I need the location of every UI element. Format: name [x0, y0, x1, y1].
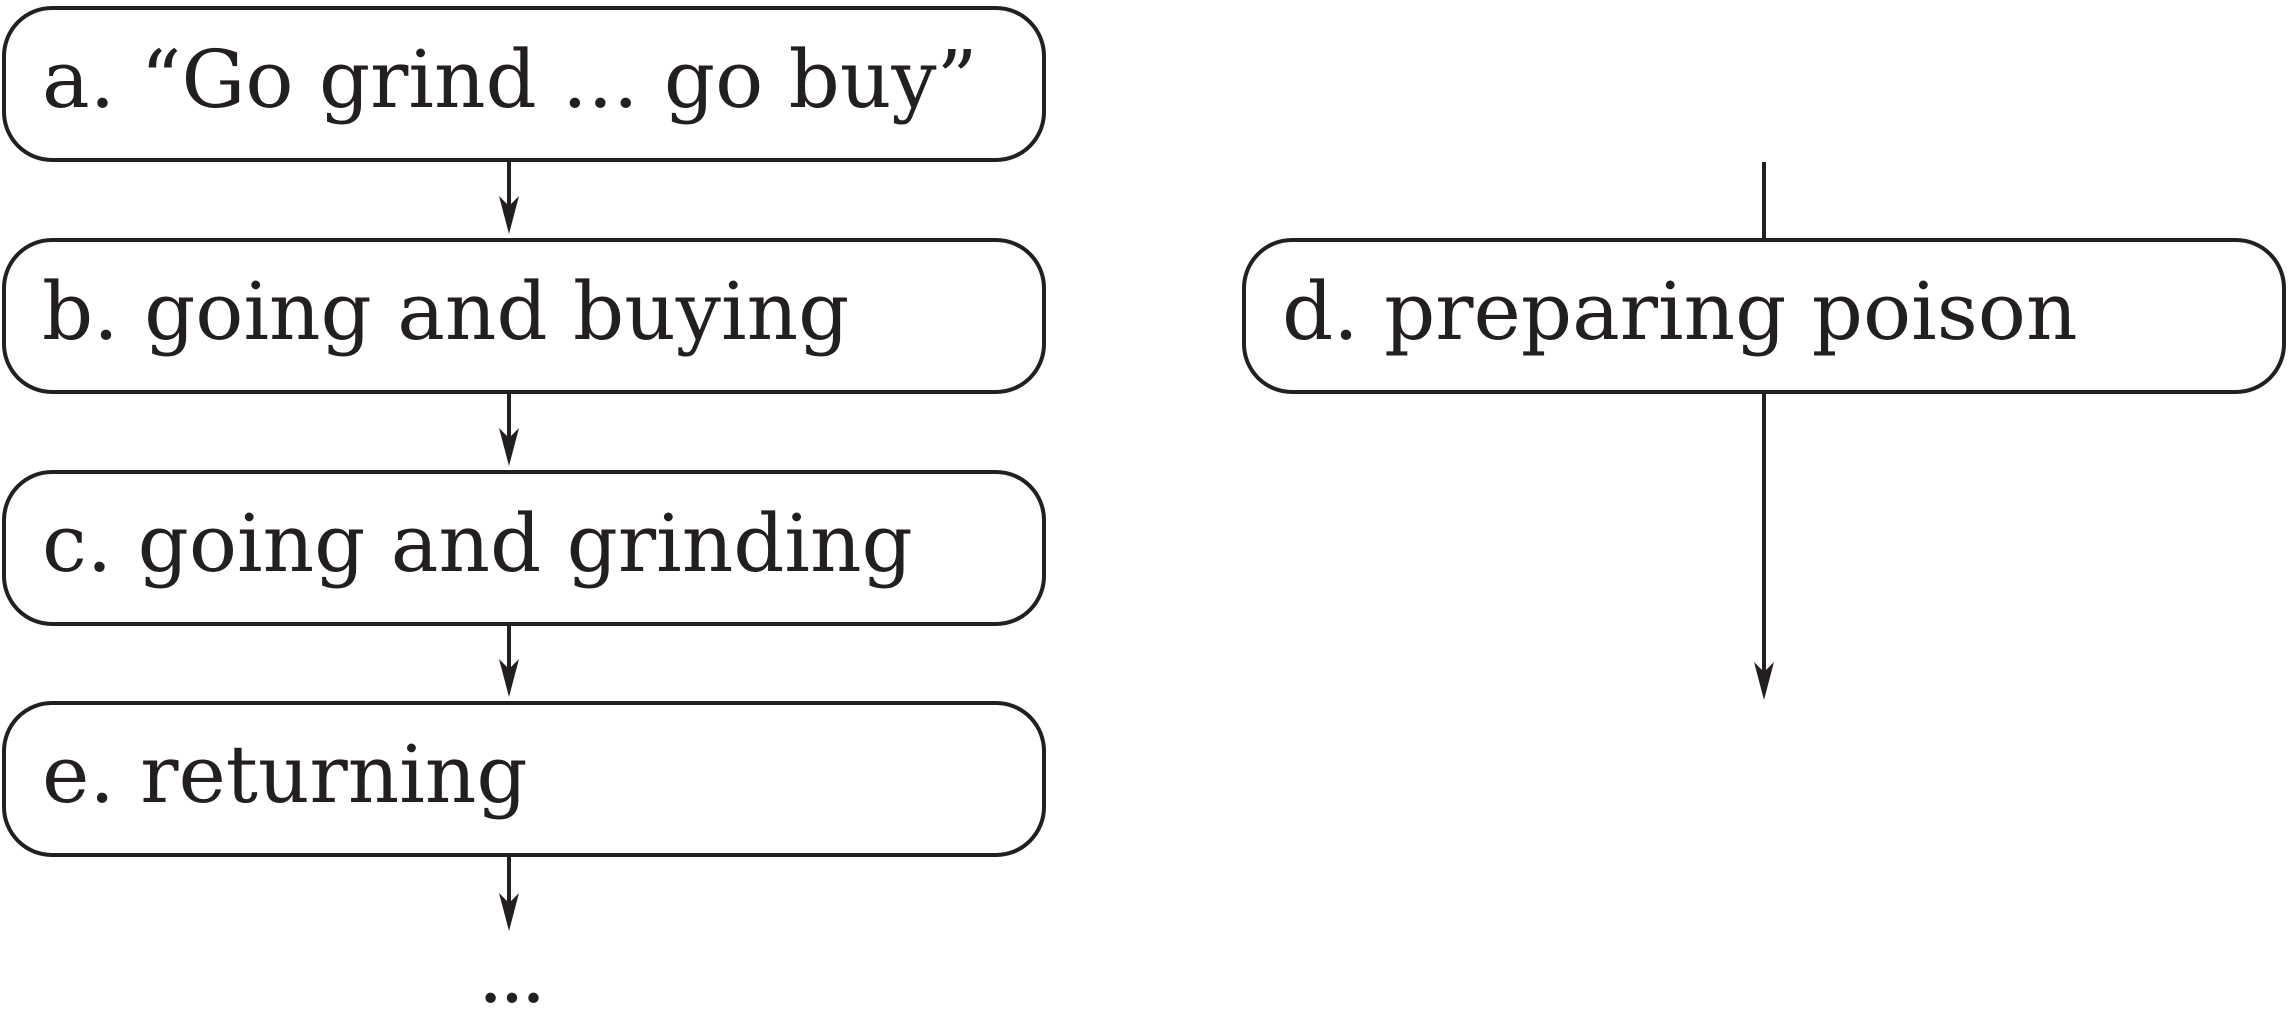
node-d-label: d. preparing poison: [1282, 265, 2078, 358]
arrowhead-continuation: [499, 893, 519, 931]
node-a: a. “Go grind ... go buy”: [2, 6, 1046, 162]
node-c: c. going and grinding: [2, 470, 1046, 626]
arrowhead-outgoing: [1754, 662, 1774, 700]
node-d: d. preparing poison: [1242, 238, 2286, 394]
node-a-label: a. “Go grind ... go buy”: [42, 33, 978, 126]
node-e-label: e. returning: [42, 728, 528, 821]
node-e: e. returning: [2, 701, 1046, 857]
node-b: b. going and buying: [2, 238, 1046, 394]
arrowhead-b: [499, 196, 519, 234]
arrowhead-c: [499, 428, 519, 466]
continuation-ellipsis: ...: [477, 928, 546, 1021]
node-c-label: c. going and grinding: [42, 497, 913, 590]
node-b-label: b. going and buying: [42, 265, 850, 358]
arrowhead-e: [499, 659, 519, 697]
